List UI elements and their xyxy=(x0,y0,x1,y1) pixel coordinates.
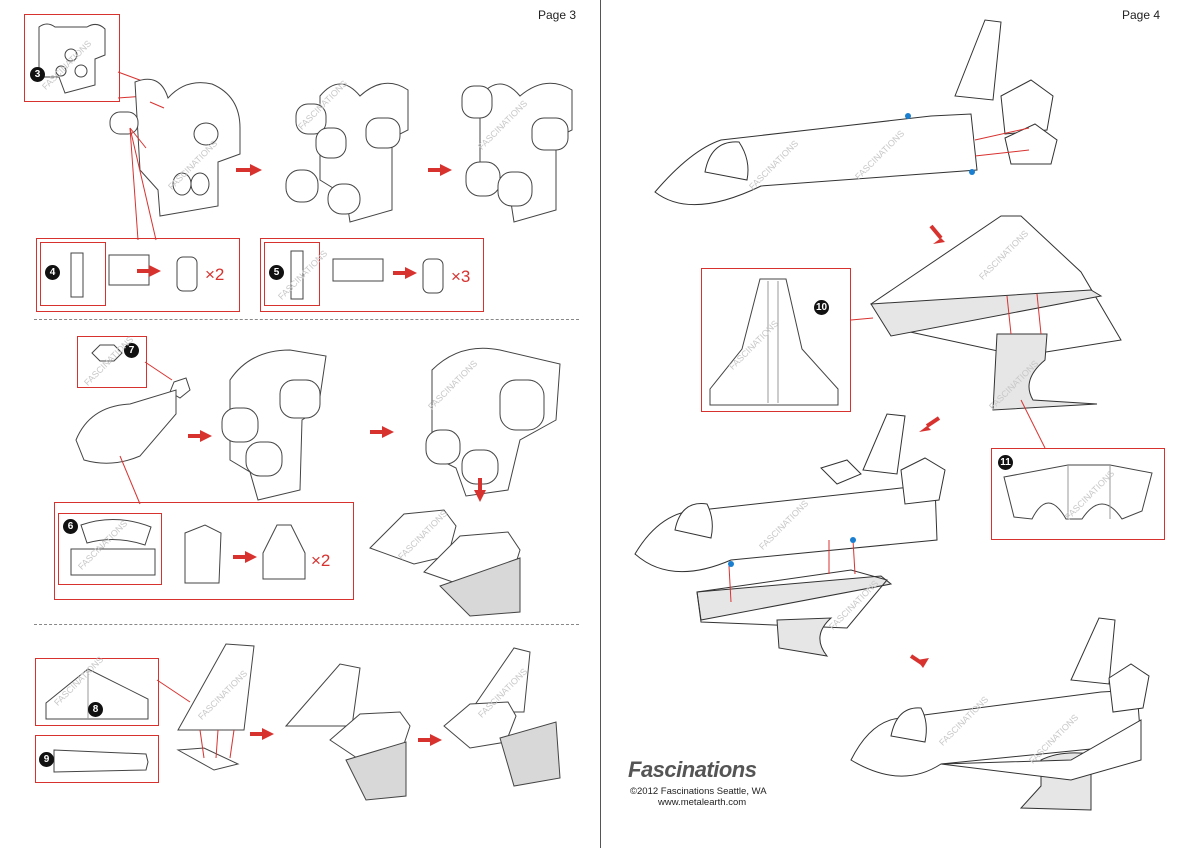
step-5-box: 5 ×3 xyxy=(260,238,484,312)
step-number-5: 5 xyxy=(269,265,284,280)
section-divider xyxy=(34,624,579,625)
step-6-figures xyxy=(70,518,306,584)
step-10-part-box xyxy=(701,268,851,412)
step-number-11: 11 xyxy=(998,455,1013,470)
page-3: Page 3 3 4 xyxy=(24,8,579,801)
step-number-8: 8 xyxy=(88,702,103,717)
step-6-part-box xyxy=(58,513,162,585)
step-number-3: 3 xyxy=(30,67,45,82)
step-number-4: 4 xyxy=(45,265,60,280)
part-3-outline xyxy=(38,23,106,94)
step-8-part-box: 8 xyxy=(35,658,159,726)
section-2-assembly xyxy=(75,347,561,617)
multiplier: ×2 xyxy=(311,551,331,570)
multiplier: ×2 xyxy=(205,265,225,284)
part-7-hexagon xyxy=(91,344,123,362)
copyright: ©2012 Fascinations Seattle, WA xyxy=(630,786,767,797)
step-9-part-box: 9 xyxy=(35,735,159,783)
page-number: Page 4 xyxy=(1122,8,1161,22)
website-url: www.metalearth.com xyxy=(658,797,747,808)
step-3-assembly xyxy=(109,71,573,241)
step-5-part-box xyxy=(264,242,320,306)
step-4-figures xyxy=(70,252,198,298)
section-3-assembly xyxy=(156,643,561,801)
page-divider xyxy=(600,0,601,848)
step-number-10: 10 xyxy=(814,300,829,315)
fascinations-logo: Fascinations xyxy=(628,757,757,782)
step-4-part-box xyxy=(40,242,106,306)
step-7-part-box: 7 xyxy=(77,336,147,388)
section-divider xyxy=(34,319,579,320)
part-11-outline xyxy=(1003,464,1153,520)
page-4: Page 4 xyxy=(601,0,1200,848)
step-number-7: 7 xyxy=(124,343,139,358)
multiplier: ×3 xyxy=(451,267,471,286)
step-4-box: 4 ×2 xyxy=(36,238,240,312)
step-6-box: 6 ×2 xyxy=(54,502,354,600)
step-3-part-box: 3 xyxy=(24,14,120,102)
shuttle-assembly xyxy=(634,19,1150,811)
part-10-outline xyxy=(709,278,839,406)
step-number-9: 9 xyxy=(39,752,54,767)
part-9-outline xyxy=(53,749,149,773)
step-11-part-box: 11 xyxy=(991,448,1165,540)
page-number: Page 3 xyxy=(538,8,577,22)
step-number-6: 6 xyxy=(63,519,78,534)
step-5-figures xyxy=(290,250,444,300)
